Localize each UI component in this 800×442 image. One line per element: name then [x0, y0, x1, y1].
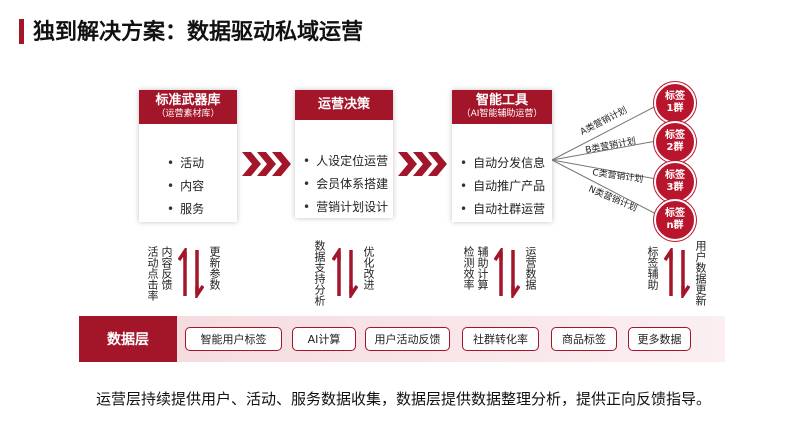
branch-label-c: C类营销计划 — [592, 166, 644, 185]
up-down-arrows-icon — [178, 248, 204, 298]
flow-down-label: 优化改进 — [362, 246, 375, 290]
list-item: 人设定位运营 — [303, 150, 393, 173]
up-down-arrows-icon — [664, 248, 690, 298]
up-down-arrows-icon — [494, 248, 520, 298]
branch-label-b: B类营销计划 — [584, 134, 637, 156]
card-smart-tools: 智能工具 （AI智能辅助运营） 自动分发信息 自动推广产品 自动社群运营 — [452, 90, 552, 222]
list-item: 会员体系搭建 — [303, 173, 393, 196]
card-heading: 标准武器库 — [155, 93, 221, 108]
flow-down-label: 更新参数 — [208, 246, 221, 290]
card-header: 智能工具 （AI智能辅助运营） — [452, 90, 552, 124]
footer-summary: 运营层持续提供用户、活动、服务数据收集，数据层提供数据整理分析，提供正向反馈指导… — [96, 390, 712, 408]
up-down-arrows-icon — [332, 248, 358, 298]
list-item: 活动 — [167, 152, 237, 175]
flow-up-label-2: 内容反馈 — [160, 246, 173, 290]
branch-line — [552, 159, 663, 218]
card-subheading: （AI智能辅助运营） — [461, 109, 543, 119]
flow-up-label-2: 辅助计算 — [476, 246, 489, 290]
branch-line — [552, 102, 663, 161]
data-layer-band: 数据层 智能用户标签 AI计算 用户活动反馈 社群转化率 商品标签 更多数据 — [79, 316, 725, 362]
chevron-arrows-icon — [242, 152, 291, 176]
chevron-arrows-icon — [398, 152, 447, 176]
branch-line — [552, 159, 663, 181]
data-item-more-data: 更多数据 — [628, 327, 691, 351]
card-body: 自动分发信息 自动推广产品 自动社群运营 — [452, 124, 552, 222]
card-heading: 智能工具 — [475, 93, 528, 108]
list-item: 自动推广产品 — [460, 175, 552, 198]
card-operation-decision: 运营决策 人设定位运营 会员体系搭建 营销计划设计 — [295, 90, 393, 218]
data-item-product-tags: 商品标签 — [551, 327, 617, 351]
list-item: 自动分发信息 — [460, 152, 552, 175]
list-item: 内容 — [167, 175, 237, 198]
list-item: 自动社群运营 — [460, 198, 552, 221]
card-header: 标准武器库 （运营素材库） — [139, 90, 237, 124]
card-weapon-library: 标准武器库 （运营素材库） 活动 内容 服务 — [139, 90, 237, 222]
card-subheading: （运营素材库） — [156, 109, 220, 119]
flow-up-label: 检测效率 — [462, 246, 475, 290]
data-item-community-conversion: 社群转化率 — [462, 327, 539, 351]
branch-label-a: A类营销计划 — [578, 104, 629, 138]
list-item: 营销计划设计 — [303, 196, 393, 219]
flow-down-label: 用户数据更新 — [694, 240, 707, 306]
list-item: 服务 — [167, 198, 237, 221]
data-item-ai-compute: AI计算 — [292, 327, 356, 351]
branch-line — [552, 139, 663, 161]
data-layer-label: 数据层 — [79, 316, 177, 362]
title-accent-bar — [19, 19, 24, 44]
card-header: 运营决策 — [295, 90, 393, 120]
flow-up-label: 数据支持分析 — [313, 240, 326, 306]
card-heading: 运营决策 — [317, 97, 370, 112]
flow-up-label: 标签辅助 — [646, 246, 659, 290]
data-item-smart-user-tags: 智能用户标签 — [185, 327, 282, 351]
flow-down-label: 运营数据 — [524, 246, 537, 290]
flow-up-label: 活动点击率 — [146, 246, 159, 301]
card-body: 活动 内容 服务 — [139, 124, 237, 222]
card-body: 人设定位运营 会员体系搭建 营销计划设计 — [295, 120, 393, 218]
page-title: 独到解决方案：数据驱动私域运营 — [33, 20, 364, 45]
data-item-activity-feedback: 用户活动反馈 — [365, 327, 450, 351]
branch-lines: A类营销计划 B类营销计划 C类营销计划 N类营销计划 — [552, 102, 663, 218]
branch-label-n: N类营销计划 — [587, 183, 639, 214]
